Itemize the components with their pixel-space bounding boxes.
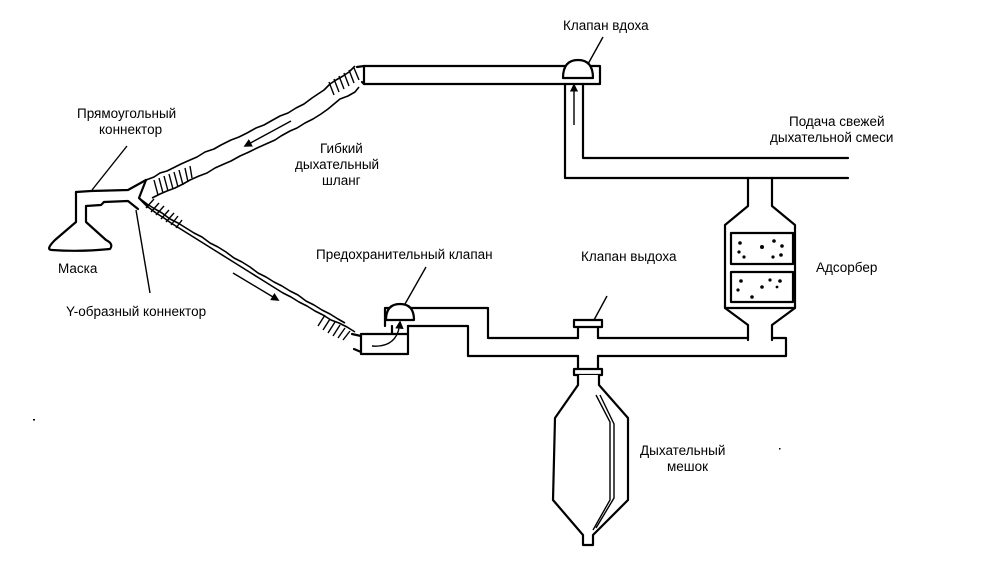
label-rect-connector-line2: коннектор <box>99 122 162 137</box>
adsorbent-granules <box>736 239 784 299</box>
label-y-connector: Y-образный коннектор <box>66 304 206 319</box>
y-connector-leader <box>135 209 151 294</box>
flex-hose-upper <box>145 64 366 199</box>
mask <box>48 178 150 252</box>
hose-to-patient-flow-arrow <box>243 120 292 147</box>
hose-corrugation <box>153 67 360 196</box>
safety-valve-flow-arrow <box>371 320 404 347</box>
scan-speck <box>779 448 781 450</box>
safety-valve-leader <box>404 266 427 305</box>
adsorber <box>723 176 797 342</box>
label-inhale-valve: Клапан вдоха <box>563 18 649 33</box>
label-fresh-gas-line2: дыхательной смеси <box>770 130 893 145</box>
label-mask: Маска <box>58 261 98 276</box>
label-breathing-bag-line2: мешок <box>667 459 708 474</box>
expiratory-pipe <box>388 306 788 358</box>
inspiratory-pipe <box>362 64 602 86</box>
hose-corrugation <box>145 198 351 341</box>
breathing-bag <box>551 373 630 547</box>
label-flex-hose-line3: шланг <box>322 173 361 188</box>
label-rect-connector-line1: Прямоугольный <box>77 106 176 121</box>
label-exhale-valve: Клапан выдоха <box>581 249 677 264</box>
label-adsorber: Адсорбер <box>816 260 877 275</box>
exhale-valve <box>572 318 604 377</box>
hose-from-patient-flow-arrow <box>232 272 280 301</box>
safety-valve <box>359 302 416 356</box>
label-breathing-bag-line1: Дыхательный <box>640 443 725 458</box>
rect-connector-leader <box>91 145 128 191</box>
flex-hose-lower <box>138 197 363 354</box>
label-safety-valve: Предохранительный клапан <box>316 247 493 262</box>
inhale-valve-leader <box>587 36 604 65</box>
label-flex-hose-line1: Гибкий <box>320 141 363 156</box>
scan-speck <box>33 419 35 421</box>
label-flex-hose-line2: дыхательный <box>295 157 379 172</box>
label-fresh-gas-line1: Подача свежей <box>789 114 885 129</box>
exhale-valve-leader <box>593 295 608 321</box>
inhale-valve <box>561 58 850 180</box>
